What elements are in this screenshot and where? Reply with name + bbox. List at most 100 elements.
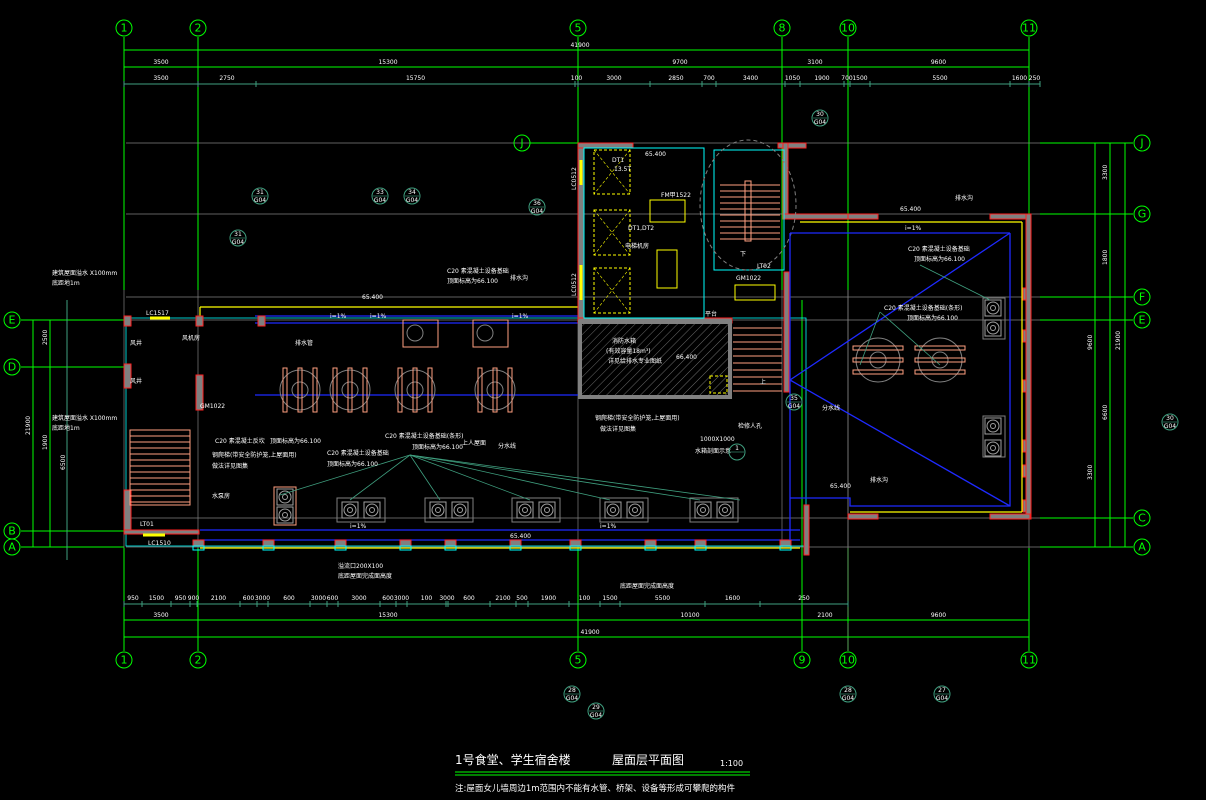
equipment-base-label: C20 素混凝土反坎 — [215, 437, 265, 445]
leader-line — [279, 454, 411, 496]
column-outline — [262, 545, 275, 551]
dimension-text: 5500 — [655, 595, 670, 602]
axis-label: 9 — [799, 654, 806, 667]
axis-label: F — [1139, 291, 1145, 304]
detail-sheet: G04 — [788, 403, 800, 410]
tank-circle — [329, 369, 371, 411]
column-outline — [509, 545, 522, 551]
fan-icon — [278, 508, 292, 522]
cable-label: 建筑屋面溢水 X100mm — [52, 269, 117, 277]
fan-icon — [453, 503, 467, 517]
axis-label: 1 — [121, 22, 128, 35]
stair-flight — [129, 429, 191, 506]
window-label: LC1517 — [146, 310, 169, 317]
dimension-text: 6500 — [60, 455, 67, 470]
axis-bubble — [1133, 538, 1151, 556]
elevation-label: 65.400 — [900, 206, 921, 213]
stair-outline — [713, 149, 785, 271]
drawing-note: 注:屋面女儿墙周边1m范围内不能有水管、桥架、设备等形成可攀爬的构件 — [455, 783, 736, 794]
pipe-label: 排水管 — [295, 339, 313, 347]
detail-sheet: G04 — [566, 695, 578, 702]
drain-label: 排水沟 — [510, 274, 528, 282]
equipment-base-elev: 顶面标高为66.100 — [412, 443, 463, 451]
water-tank-label: 消防水箱 — [612, 337, 636, 345]
wall — [847, 213, 879, 220]
fan-hub-icon — [369, 507, 375, 513]
ridge-line — [789, 379, 1011, 507]
room-label: 水泵房 — [212, 492, 230, 500]
column — [334, 539, 347, 547]
dimension-text: 950 — [127, 595, 139, 602]
axis-bubble — [3, 311, 21, 329]
pump-icon — [406, 324, 424, 342]
tank-inner — [291, 381, 309, 399]
detail-bubble — [563, 685, 581, 703]
dimension-text: 15300 — [378, 59, 397, 66]
leader-line — [409, 454, 611, 501]
detail-sheet: G04 — [232, 239, 244, 246]
fan-hub-icon — [457, 507, 463, 513]
dimension-text: 15750 — [406, 75, 425, 82]
elevator-shaft — [593, 149, 631, 195]
tank-support — [852, 345, 904, 351]
equipment-base-label: C20 素混凝土设备基础 — [327, 449, 389, 457]
column — [123, 315, 132, 327]
axis-label: E — [1139, 314, 1146, 327]
axis-bubble — [793, 651, 811, 669]
wall — [1025, 213, 1032, 520]
dimension-text: 10100 — [680, 612, 699, 619]
fan-icon — [986, 321, 1000, 335]
fan-hub-icon — [282, 512, 288, 518]
tank-support — [852, 369, 904, 375]
core-wall — [577, 142, 634, 149]
column-outline — [334, 545, 347, 551]
detail-bubble — [229, 229, 247, 247]
fan-unit — [689, 497, 739, 523]
axis-label: A — [1138, 541, 1146, 554]
detail-number: 29 — [592, 704, 600, 711]
axis-bubble — [115, 19, 133, 37]
leader-line — [879, 311, 941, 366]
elevation-label: 65.400 — [830, 483, 851, 490]
fan-hub-icon — [990, 423, 996, 429]
column-outline — [569, 545, 582, 551]
dimension-text: 15300 — [378, 612, 397, 619]
dimension-text: 3000 — [351, 595, 366, 602]
door-label: GM1022 — [200, 403, 225, 410]
dimension-text: 600 — [463, 595, 475, 602]
stair-lt02 — [699, 139, 797, 392]
detail-bubble — [587, 702, 605, 720]
axis-bubble — [1133, 509, 1151, 527]
dimension-text: 950 — [175, 595, 187, 602]
dimension-text: 1900 — [42, 435, 49, 450]
axis-label: 5 — [575, 654, 582, 667]
dimension-text: 600 — [327, 595, 339, 602]
detail-number: 28 — [844, 687, 852, 694]
slope-label: i=1% — [350, 523, 367, 530]
detail-number: 1 — [735, 445, 739, 452]
fan-hub-icon — [610, 507, 616, 513]
dimension-text: 1500 — [852, 75, 867, 82]
equipment-base-label: C20 素混凝土设备基础 — [447, 267, 509, 275]
fan-hub-icon — [282, 494, 288, 500]
axis-label: 11 — [1022, 22, 1036, 35]
axis-bubble — [839, 651, 857, 669]
detail-sheet: G04 — [254, 197, 266, 204]
axis-bubble — [1133, 134, 1151, 152]
tank-circle — [394, 369, 436, 411]
fan-icon — [696, 503, 710, 517]
tank-circle — [855, 337, 901, 383]
dimension-text: 100 — [571, 75, 583, 82]
equipment-tanks — [279, 319, 966, 413]
dimension-text: 250 — [798, 595, 810, 602]
fan-cell — [276, 488, 294, 506]
fan-cell — [716, 501, 734, 519]
column-outline — [694, 545, 707, 551]
detail-bubble — [728, 443, 746, 461]
divide-line-label: 分水线 — [498, 442, 516, 450]
tank-support — [397, 367, 403, 413]
water-tank-capacity: (有效容量18m³) — [606, 347, 651, 355]
elevation-label: 65.400 — [510, 533, 531, 540]
